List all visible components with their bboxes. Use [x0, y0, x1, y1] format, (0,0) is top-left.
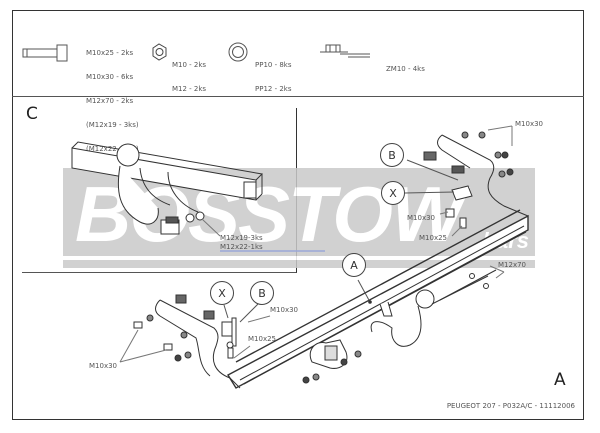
hex-nut-icon — [152, 43, 167, 61]
label-m10x30-left-plate: M10x30 — [89, 362, 117, 370]
watermark-underline — [63, 256, 535, 260]
label-m12x70: M12x70 — [498, 261, 526, 269]
header-divider — [12, 96, 584, 97]
nut-spec: M12 - 2ks — [172, 85, 207, 93]
bolt-icon — [22, 44, 68, 62]
washer-icon — [228, 42, 248, 62]
washer-spec: PP12 - 2ks — [255, 85, 292, 93]
callout-b-left: B — [250, 281, 274, 305]
label-m10x30-left: M10x30 — [270, 306, 298, 314]
callout-b-right: B — [380, 143, 404, 167]
main-crossbar — [227, 209, 529, 389]
label-m10x25-right: M10x25 — [419, 234, 447, 242]
bolt-spec: M10x30 - 6ks — [86, 73, 134, 81]
label-m10x30-right: M10x30 — [407, 214, 435, 222]
drawing-caption: PEUGEOT 207 - P032A/C - 11112006 — [446, 402, 575, 410]
label-m10x30-right-top: M10x30 — [515, 120, 543, 128]
drawing-frame — [12, 10, 584, 420]
cage-nut-list: ZM10 - 4ks — [386, 49, 425, 81]
washer-list: PP10 - 8ks PP12 - 2ks — [255, 45, 291, 101]
bolt-spec: M10x25 - 2ks — [86, 49, 134, 57]
detail-c-crossbar — [71, 141, 264, 201]
left-mounting-bracket — [119, 294, 271, 389]
label-m10x25-left: M10x25 — [248, 335, 276, 343]
label-m12x19: M12x19-3ks — [220, 234, 263, 242]
panel-c-letter: C — [26, 104, 38, 124]
detail-c-towball — [116, 143, 221, 237]
socket-bracket — [302, 339, 362, 384]
panel-a-letter: A — [554, 370, 566, 390]
main-towball — [370, 265, 505, 347]
bolt-spec: M12x70 - 2ks — [86, 97, 134, 105]
callout-a: A — [342, 253, 366, 277]
callout-x-left: X — [210, 281, 234, 305]
nut-list: M10 - 2ks M12 - 2ks — [172, 45, 206, 101]
bolt-spec: (M12x19 - 3ks) — [86, 121, 139, 129]
right-mounting-bracket — [404, 125, 529, 237]
cage-nut-icon — [320, 44, 370, 58]
cage-nut-spec: ZM10 - 4ks — [386, 65, 425, 73]
callout-x-right: X — [381, 181, 405, 205]
washer-spec: PP10 - 8ks — [255, 61, 292, 69]
label-m12x22: M12x22-1ks — [220, 243, 263, 251]
nut-spec: M10 - 2ks — [172, 61, 207, 69]
